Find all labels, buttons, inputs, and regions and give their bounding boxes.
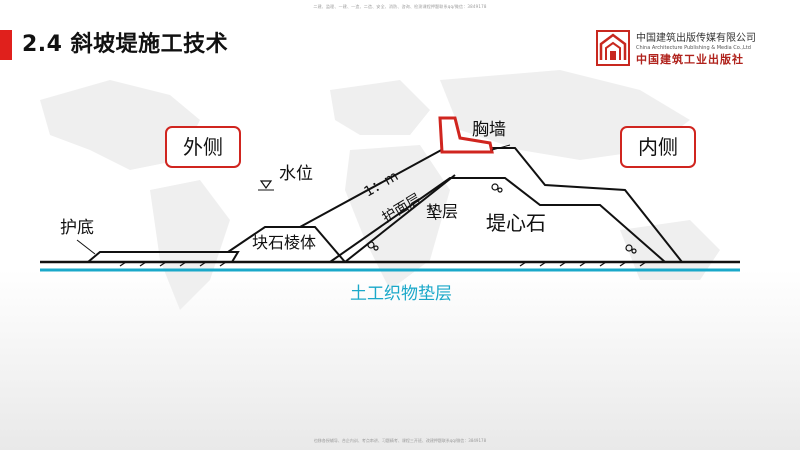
parapet-label: 胸墙 [472,120,506,140]
publisher-logo-icon [596,30,630,66]
core-stone-label: 堤心石 [486,211,546,235]
bottom-watermark-note: 也移各授辅导、合企内训、考点串讲、习题精考、课程三开班、改建押题联系qq/微信：… [313,438,487,443]
toe-protection-shape [87,251,240,263]
rock-prism-shape [227,226,346,263]
inner-side-label: 内侧 [620,126,696,168]
publisher-name-cn: 中国建筑出版传媒有限公司 [636,33,756,44]
rock-prism-label: 块石棱体 [252,233,317,252]
water-level-marker-icon [259,180,273,190]
geotextile-label: 土工织物垫层 [350,284,452,304]
parapet-wall-shape [438,116,494,154]
toe-protection-label: 护底 [60,218,94,238]
publisher-calligraphy: 中国建筑工业出版社 [636,53,744,66]
armor-layer-outline [299,147,683,263]
publisher-name-en: China Architecture Publishing & Media Co… [636,45,751,51]
title-accent-bar [0,30,12,60]
cushion-layer-outline [329,177,666,263]
slide-title: 2.4 斜坡堤施工技术 [22,32,229,57]
seabed-hatching [119,261,647,267]
top-watermark-note: 二建、监理、一建、一造、二造、安全、消防、咨询、检测课程押题联系qq/微信：38… [313,4,487,9]
cushion-layer-label: 垫层 [426,202,459,221]
outer-side-label: 外侧 [165,126,241,168]
world-map-background [40,70,720,310]
water-level-label: 水位 [279,164,313,184]
